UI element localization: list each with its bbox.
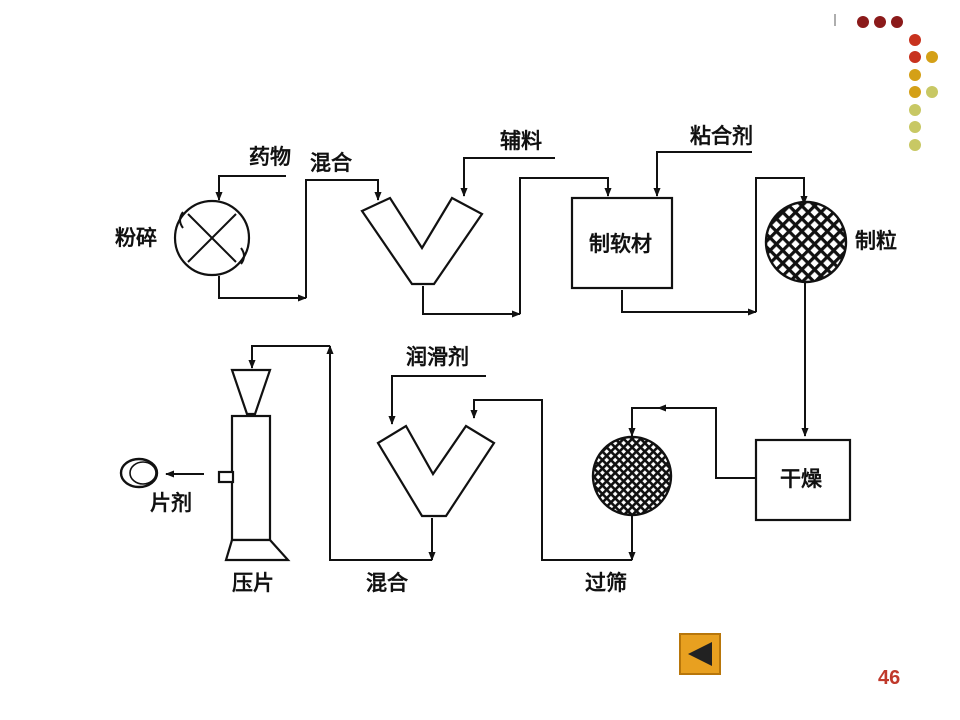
binder-feed-line (653, 151, 752, 197)
back-arrow-icon (688, 642, 712, 666)
label-grinding: 粉碎 (115, 226, 157, 250)
sieve (591, 435, 673, 517)
tablet-shape (119, 457, 159, 489)
drug-feed-line (215, 175, 286, 201)
label-granulation: 制粒 (855, 229, 897, 253)
grinder-out-line (218, 276, 307, 302)
label-lubricant: 润滑剂 (406, 345, 469, 369)
dryer-out-line (657, 404, 756, 479)
label-sieving: 过筛 (585, 571, 627, 595)
label-excipient: 辅料 (500, 129, 542, 153)
decor-dots (834, 14, 938, 151)
v-mixer-bottom (376, 424, 496, 518)
to-granulator-line (755, 177, 808, 312)
label-tablet: 片剂 (150, 491, 192, 515)
excipient-feed-line (460, 157, 555, 197)
label-mix-top: 混合 (310, 151, 353, 175)
press-return-line (326, 345, 432, 561)
soft-material-box (570, 196, 674, 290)
label-soft-material: 制软材 (589, 232, 652, 256)
softmaterial-out-line (621, 290, 757, 316)
label-binder: 粘合剂 (690, 124, 753, 148)
dryer-box (754, 438, 852, 522)
grinder (173, 199, 251, 277)
to-sieve-line (628, 407, 658, 437)
back-button[interactable] (679, 633, 721, 675)
v-mixer-top (360, 196, 484, 286)
label-pressing: 压片 (232, 571, 274, 595)
granulator (764, 200, 848, 284)
label-mix-bottom: 混合 (366, 571, 409, 595)
lubricant-feed-line (388, 375, 486, 425)
to-press-line (248, 345, 330, 369)
label-drug: 药物 (249, 145, 291, 169)
mixer1-out-line (422, 286, 521, 318)
to-mixer2-line (470, 399, 632, 561)
label-drying: 干燥 (780, 467, 823, 491)
tablet-press (217, 368, 291, 562)
page-number: 46 (878, 667, 900, 689)
to-mixer1-line (305, 179, 382, 298)
to-softmaterial-line (519, 177, 612, 314)
